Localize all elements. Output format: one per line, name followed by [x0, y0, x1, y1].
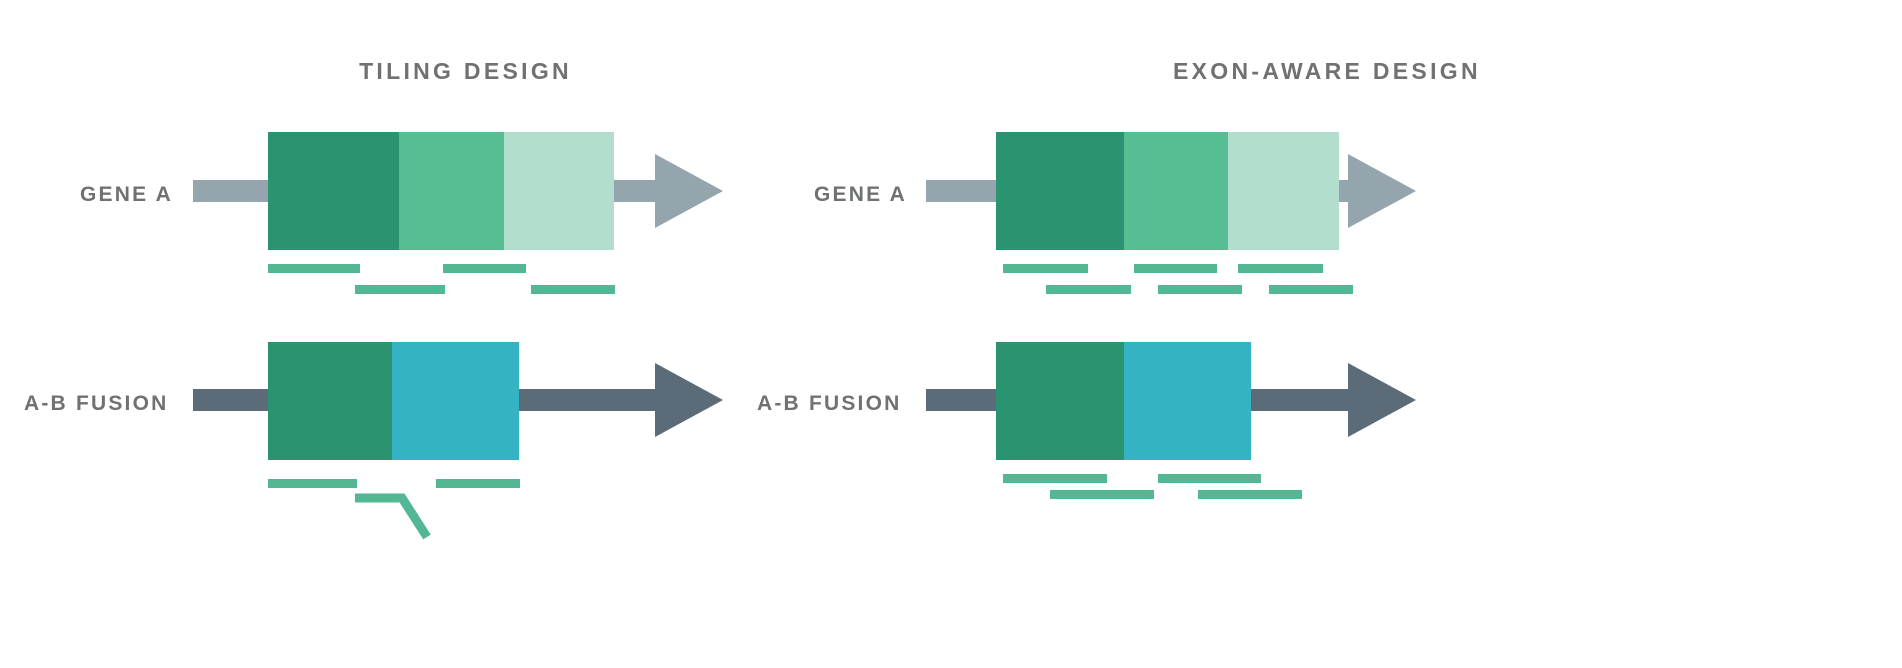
probe-tiling-fusion-1	[268, 479, 357, 488]
gene-a-arrowhead-icon	[655, 154, 723, 228]
probe-tiling-gene-a-2	[443, 264, 526, 273]
fusion-block-gene-a	[268, 342, 392, 460]
panel-exon-aware-design: EXON-AWARE DESIGN GENE A A-B FUSION	[757, 0, 1902, 668]
exon-block-2	[399, 132, 504, 250]
probe-exon-gene-a-1b	[1046, 285, 1131, 294]
fusion-block-gene-b	[392, 342, 519, 460]
probe-exon-gene-a-3b	[1269, 285, 1353, 294]
exon-block-1	[996, 132, 1124, 250]
panel-tiling-design: TILING DESIGN GENE A A-B FUSION	[24, 58, 723, 543]
probe-exon-gene-a-2a	[1134, 264, 1217, 273]
probe-exon-gene-a-2b	[1158, 285, 1242, 294]
probe-tiling-fusion-2	[436, 479, 520, 488]
panel-title-tiling: TILING DESIGN	[359, 58, 572, 84]
probe-exon-fusion-1b	[1050, 490, 1154, 499]
ab-fusion-arrowhead-icon	[655, 363, 723, 437]
row-label-ab-fusion: A-B FUSION	[757, 392, 902, 415]
probe-exon-fusion-1a	[1003, 474, 1107, 483]
probe-tiling-gene-a-4	[531, 285, 615, 294]
probe-exon-gene-a-3a	[1238, 264, 1323, 273]
probe-exon-gene-a-1a	[1003, 264, 1088, 273]
probe-tiling-gene-a-3	[355, 285, 445, 294]
gene-a-arrowhead-icon	[1348, 154, 1416, 228]
row-label-ab-fusion: A-B FUSION	[24, 392, 169, 415]
exon-block-3	[504, 132, 614, 250]
fusion-block-gene-b	[1124, 342, 1251, 460]
row-label-gene-a: GENE A	[80, 183, 173, 206]
fusion-block-gene-a	[996, 342, 1124, 460]
panel-title-exon-aware: EXON-AWARE DESIGN	[1173, 58, 1481, 84]
ab-fusion-arrowhead-icon	[1348, 363, 1416, 437]
exon-block-2	[1124, 132, 1228, 250]
row-label-gene-a: GENE A	[814, 183, 907, 206]
exon-block-3	[1228, 132, 1339, 250]
probe-tiling-fusion-junction-failed	[355, 493, 435, 543]
exon-block-1	[268, 132, 399, 250]
probe-tiling-gene-a-1	[268, 264, 360, 273]
probe-exon-fusion-2a	[1158, 474, 1261, 483]
probe-exon-fusion-2b	[1198, 490, 1302, 499]
